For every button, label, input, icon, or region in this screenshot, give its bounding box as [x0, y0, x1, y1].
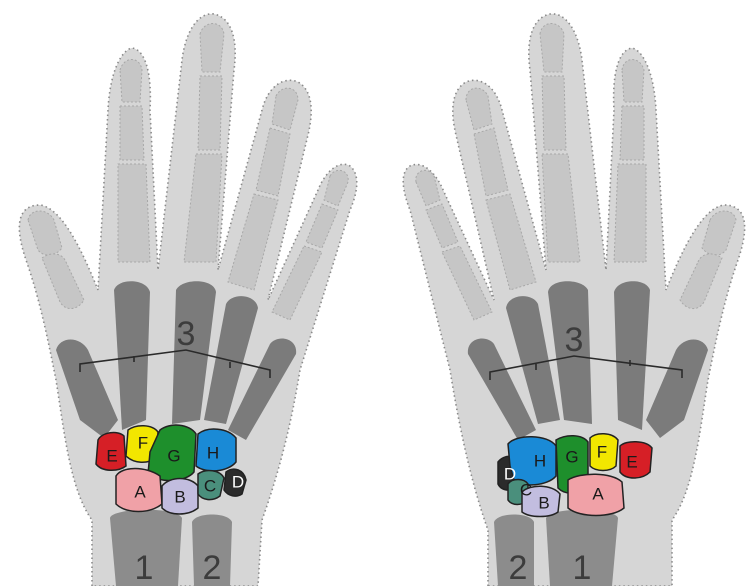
left-carpal-label-D: D [232, 473, 244, 492]
left-carpal-label-G: G [167, 447, 180, 466]
left-carpal-label-F: F [138, 434, 148, 453]
left-index-middle [120, 106, 144, 160]
left-carpal-label-H: H [207, 444, 219, 463]
left-index-distal [120, 60, 142, 103]
right-forearm-label-2: 2 [509, 549, 528, 586]
left-middle-middle [198, 76, 222, 150]
left-hand: 3 E F G H A B C D 1 2 [19, 14, 356, 586]
right-carpal-label-B: B [538, 494, 549, 513]
right-hand: 3 D H G F E C B A 2 1 [403, 14, 744, 586]
left-carpal-label-B: B [174, 488, 185, 507]
right-index-middle [620, 106, 644, 160]
left-carpal-label-E: E [106, 447, 117, 466]
right-carpal-label-F: F [597, 443, 607, 462]
right-carpal-label-H: H [534, 452, 546, 471]
left-forearm-label-2: 2 [203, 549, 222, 586]
right-carpal-label-D: D [504, 465, 516, 484]
right-carpal-label-E: E [626, 453, 637, 472]
right-carpal-label-C: C [520, 481, 532, 500]
right-carpal-label-A: A [592, 485, 604, 504]
right-index-proximal [614, 164, 646, 262]
right-carpal-label-G: G [565, 448, 578, 467]
right-middle-middle [542, 76, 566, 150]
left-middle-distal [200, 24, 224, 73]
left-forearm-label-1: 1 [135, 549, 154, 586]
left-index-proximal [118, 164, 150, 262]
left-region-label-3: 3 [177, 315, 196, 353]
left-carpal-label-C: C [204, 477, 216, 496]
right-middle-distal [540, 24, 564, 73]
left-carpal-label-A: A [134, 483, 146, 502]
right-region-label-3: 3 [565, 321, 584, 359]
right-forearm-label-1: 1 [573, 549, 592, 586]
right-index-distal [622, 60, 644, 103]
